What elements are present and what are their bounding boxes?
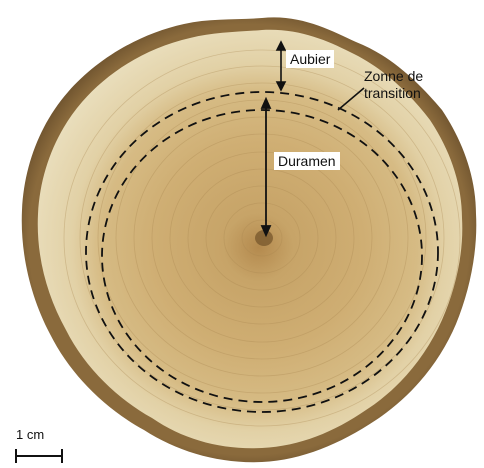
- transition-label-line1: Zonne de: [364, 68, 423, 85]
- transition-zone-label: Zonne de transition: [364, 68, 423, 102]
- scale-bar: [16, 449, 62, 463]
- heartwood-label: Duramen: [274, 152, 340, 170]
- transition-label-line2: transition: [364, 85, 423, 102]
- scale-bar-label: 1 cm: [16, 428, 44, 443]
- sapwood-label: Aubier: [286, 50, 334, 68]
